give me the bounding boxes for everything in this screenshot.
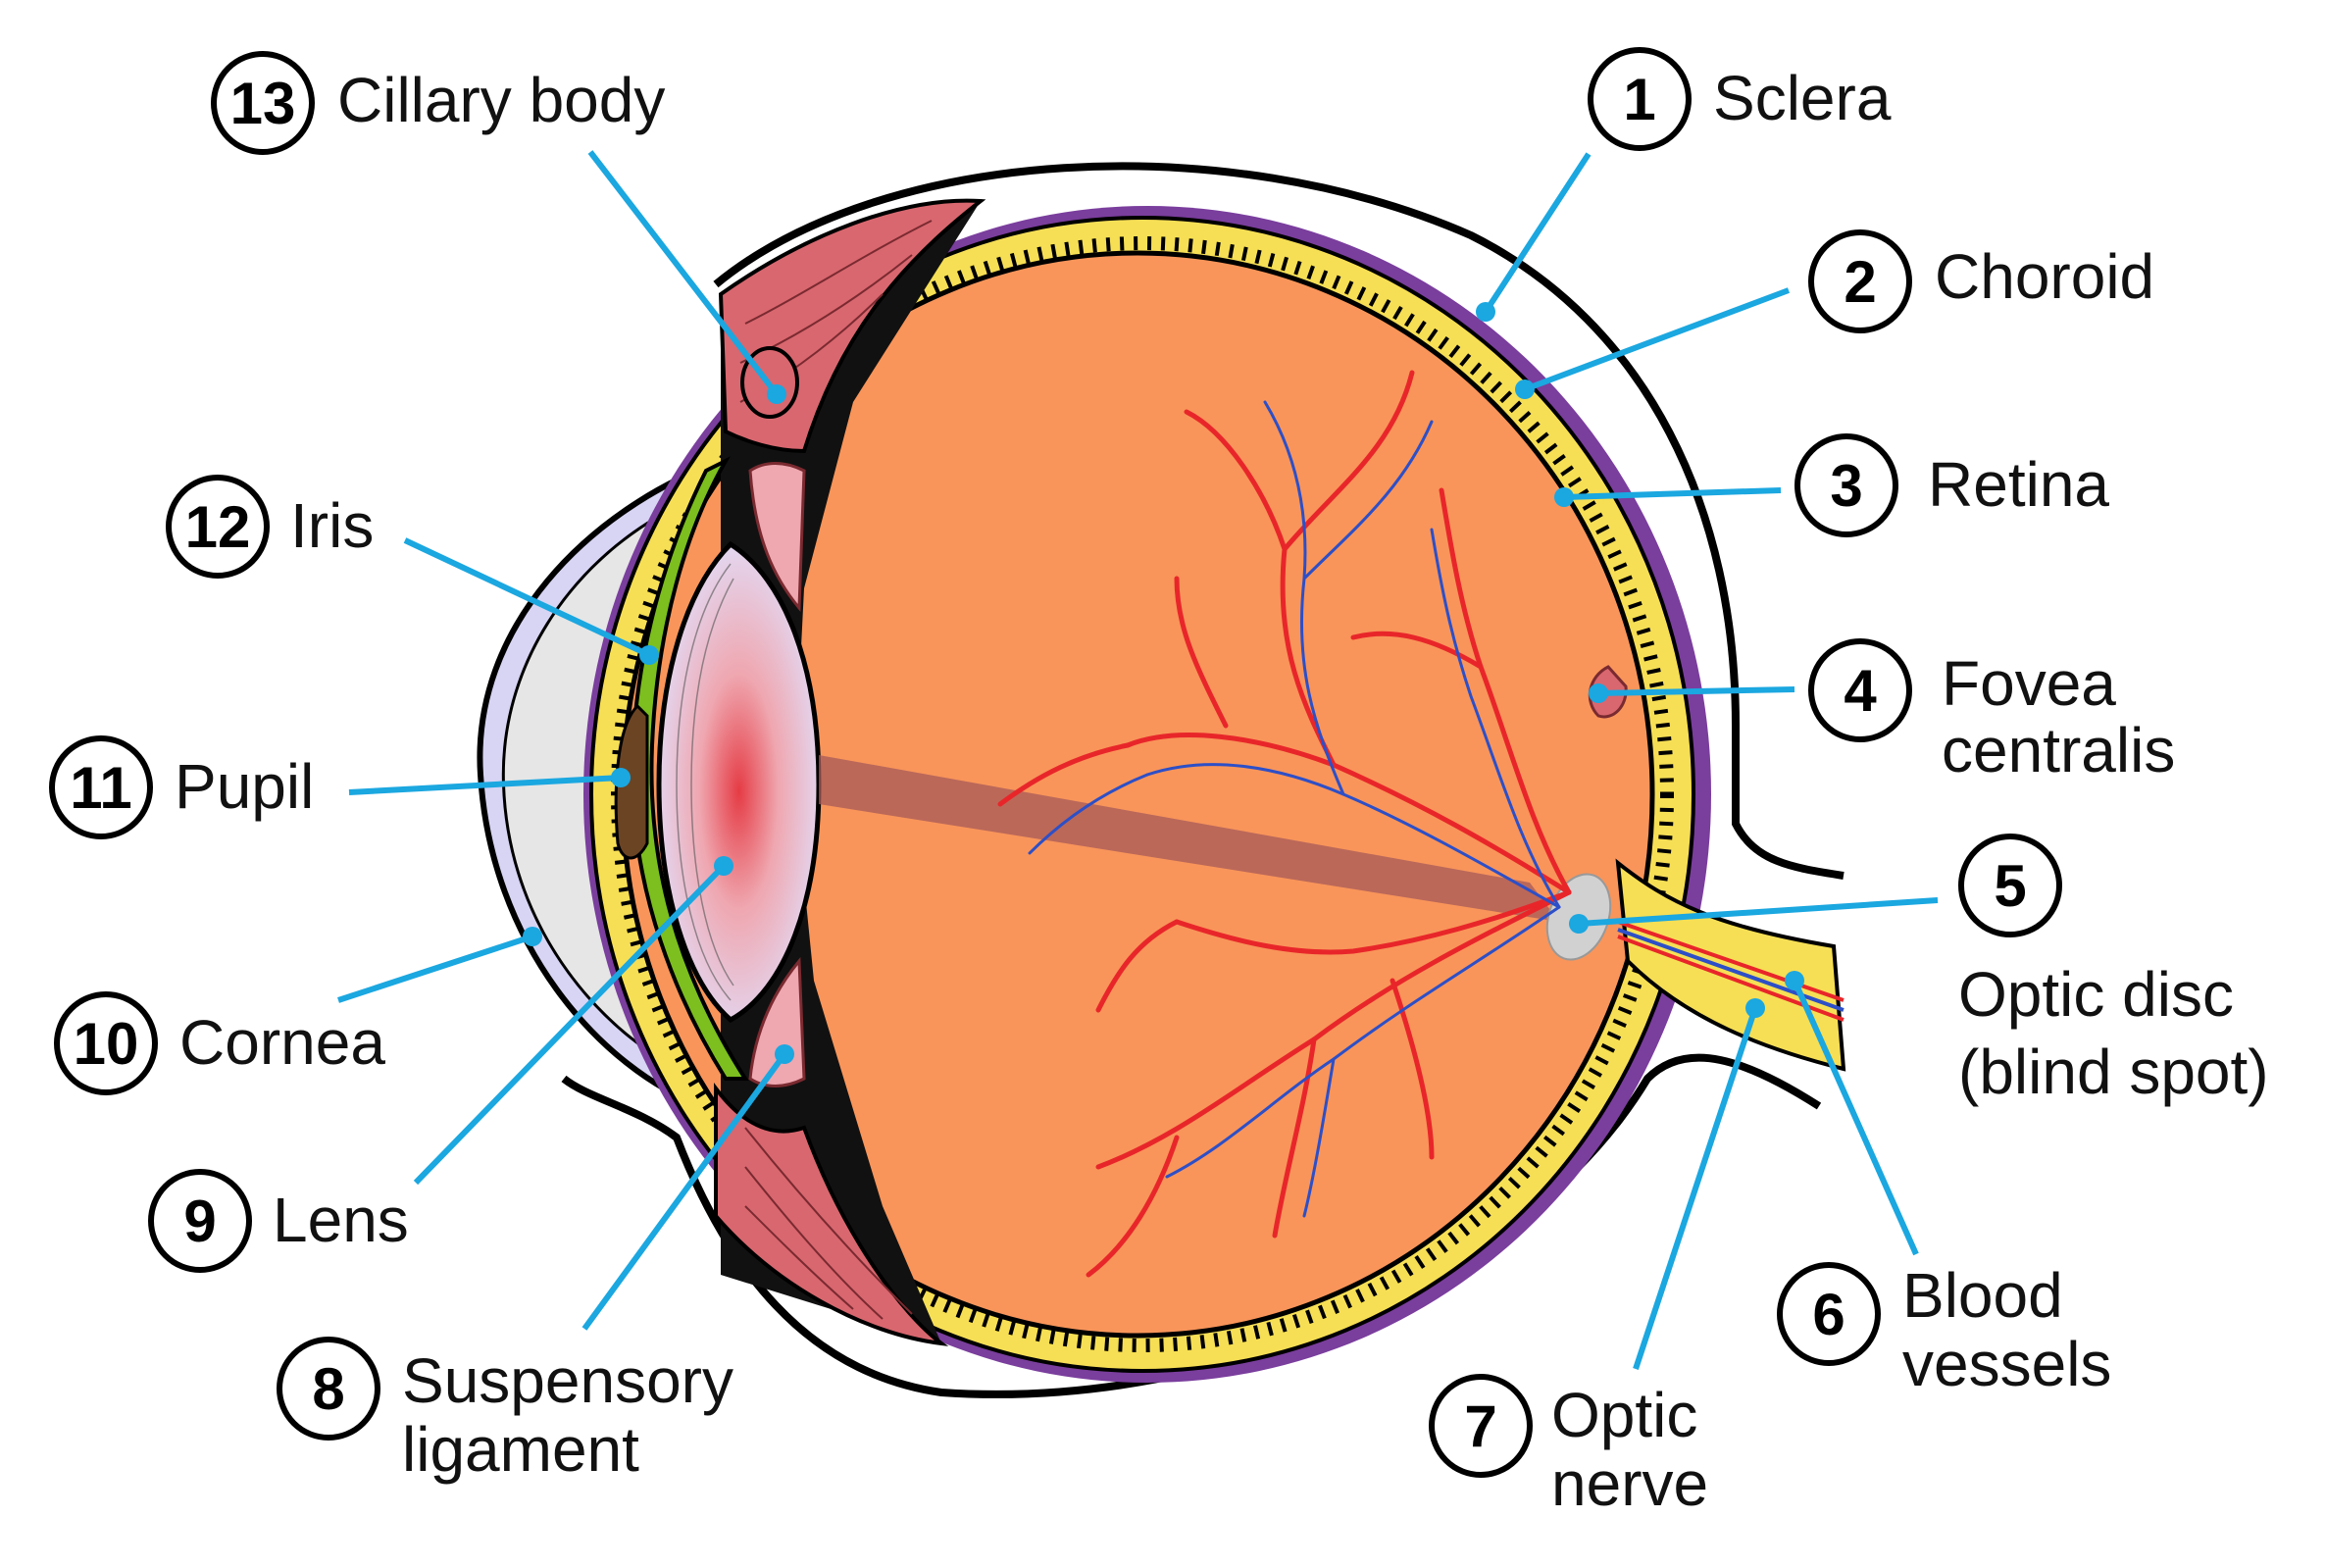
leader-sclera: [1483, 152, 1592, 314]
lens-shape: [656, 540, 822, 1024]
ciliary-striations: [739, 220, 933, 1320]
number-badge: [148, 1169, 252, 1273]
leader-ciliary-dot: [767, 384, 786, 404]
number-badge: [54, 991, 158, 1095]
callout-label: Choroid: [1935, 241, 2154, 312]
callout-choroid: 2 Choroid: [1808, 229, 2154, 333]
leader-optic-disc: [1578, 897, 1939, 927]
callout-number: 9: [183, 1189, 216, 1254]
callout-number: 1: [1623, 67, 1655, 132]
callout-number: 10: [74, 1011, 139, 1077]
leader-optic-disc-dot: [1569, 914, 1589, 934]
leader-lines: [337, 150, 1939, 1370]
callout-retina: 3 Retina: [1794, 433, 2109, 537]
leader-fovea: [1597, 686, 1795, 696]
callout-label: Cornea: [179, 1007, 385, 1078]
callout-number: 2: [1844, 249, 1876, 315]
callout-number: 6: [1812, 1282, 1845, 1347]
callout-label: Retina: [1928, 449, 2109, 520]
leader-fovea-dot: [1589, 683, 1608, 703]
callout-optic-disc: 5 Optic disc (blind spot): [1958, 834, 2269, 1107]
number-badge: [1777, 1262, 1881, 1366]
callout-label: Pupil: [175, 751, 314, 822]
number-badge: [277, 1337, 380, 1441]
number-badge: [49, 735, 153, 839]
leader-suspensory: [581, 1052, 787, 1331]
leader-blood-vessels-dot: [1785, 971, 1804, 990]
leader-optic-nerve: [1633, 1007, 1758, 1370]
visual-axis: [819, 755, 1559, 922]
callout-number: 7: [1464, 1393, 1496, 1459]
callout-label-line1: Fovea: [1942, 648, 2116, 719]
callout-fovea: 4 Fovea centralis: [1808, 638, 2175, 785]
leader-retina: [1563, 487, 1782, 500]
callout-label-line2: centralis: [1942, 715, 2175, 785]
leader-lens: [413, 863, 727, 1186]
leader-lens-dot: [714, 856, 733, 876]
number-badge: [1794, 433, 1898, 537]
sclera-outline: [713, 162, 1845, 880]
callout-cornea: 10 Cornea: [54, 991, 385, 1095]
callout-label-line1: Optic: [1551, 1380, 1697, 1450]
callout-label: Cillary body: [337, 65, 665, 135]
number-badge: [1958, 834, 2062, 937]
retinal-arteries: [997, 370, 1572, 1278]
leader-ciliary: [587, 150, 780, 396]
leader-cornea-dot: [523, 927, 542, 946]
leader-optic-nerve-dot: [1745, 998, 1765, 1018]
callout-label-line2: ligament: [402, 1414, 639, 1485]
leader-suspensory-dot: [775, 1044, 794, 1064]
retinal-veins: [1028, 400, 1561, 1218]
leader-sclera-dot: [1476, 302, 1495, 322]
callout-number: 5: [1994, 853, 2026, 919]
optic-nerve-shape: [1615, 858, 1846, 1072]
callout-ciliary-body: 13 Cillary body: [211, 51, 665, 155]
callout-label-line2: vessels: [1902, 1329, 2111, 1399]
leader-blood-vessels: [1792, 979, 1919, 1256]
callout-optic-nerve: 7 Optic nerve: [1429, 1374, 1708, 1519]
pupil-shape: [614, 703, 649, 860]
callout-label-line1: Blood: [1902, 1260, 2063, 1331]
callout-lens: 9 Lens: [148, 1169, 409, 1273]
leader-pupil-dot: [611, 768, 631, 787]
callout-number: 11: [70, 755, 131, 821]
callout-label-line1: Optic disc: [1958, 959, 2234, 1030]
leader-iris-dot: [639, 645, 659, 665]
leader-retina-dot: [1554, 487, 1574, 507]
number-badge: [1588, 47, 1692, 151]
callout-label-line2: nerve: [1551, 1448, 1708, 1519]
leader-choroid-dot: [1515, 379, 1535, 399]
callout-iris: 12 Iris: [166, 475, 374, 579]
leader-choroid: [1523, 287, 1791, 392]
callout-number: 12: [185, 494, 251, 560]
lens-contours: [676, 563, 734, 1001]
callout-suspensory-ligament: 8 Suspensory ligament: [277, 1337, 733, 1485]
callout-label-line2: (blind spot): [1958, 1037, 2269, 1107]
callout-label: Sclera: [1713, 63, 1892, 133]
callout-sclera: 1 Sclera: [1588, 47, 1892, 151]
callout-blood-vessels: 6 Blood vessels: [1777, 1260, 2111, 1399]
callouts: 1 Sclera 2 Choroid 3 Retina 4 Fovea cent…: [49, 47, 2269, 1519]
callout-number: 13: [230, 71, 296, 136]
number-badge: [166, 475, 270, 579]
callout-label: Iris: [290, 490, 374, 561]
number-badge: [1808, 638, 1912, 742]
leader-pupil: [348, 775, 622, 795]
callout-pupil: 11 Pupil: [49, 735, 314, 839]
leader-iris: [403, 537, 651, 658]
sclera-outline-lower: [561, 1053, 1822, 1398]
eye-illustration: [477, 162, 1846, 1398]
callout-number: 3: [1830, 453, 1862, 519]
leader-cornea: [337, 934, 533, 1003]
callout-label-line1: Suspensory: [402, 1345, 733, 1416]
callout-number: 4: [1844, 658, 1877, 724]
number-badge: [211, 51, 315, 155]
number-badge: [1429, 1374, 1533, 1478]
callout-label: Lens: [273, 1185, 409, 1255]
suspensory-ligament-top: [748, 462, 806, 612]
number-badge: [1808, 229, 1912, 333]
callout-number: 8: [312, 1356, 344, 1422]
